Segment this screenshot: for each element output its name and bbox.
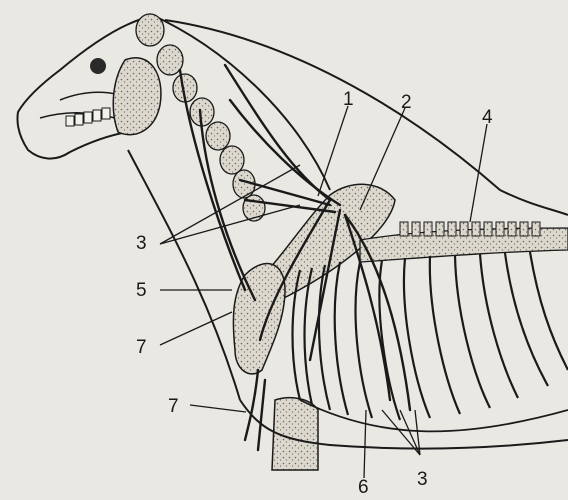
rib-margin [300,400,568,431]
leader-7a [160,312,232,345]
leader-4 [470,124,487,222]
callout-3-left: 3 [136,234,147,253]
callout-1: 1 [343,90,354,109]
ribs [293,252,568,420]
callout-4: 4 [482,108,493,127]
leader-3b [160,205,300,244]
callout-3-bottom: 3 [417,470,428,489]
teeth-row [66,108,110,126]
callout-6: 6 [358,478,369,497]
eye [90,58,106,74]
leader-7b [190,405,246,412]
callout-7-upper: 7 [136,338,147,357]
leader-1 [318,106,348,196]
callout-5: 5 [136,281,147,300]
callout-2: 2 [401,93,412,112]
leader-6 [364,410,366,478]
mandible-bone [113,58,161,135]
callout-7-lower: 7 [168,397,179,416]
